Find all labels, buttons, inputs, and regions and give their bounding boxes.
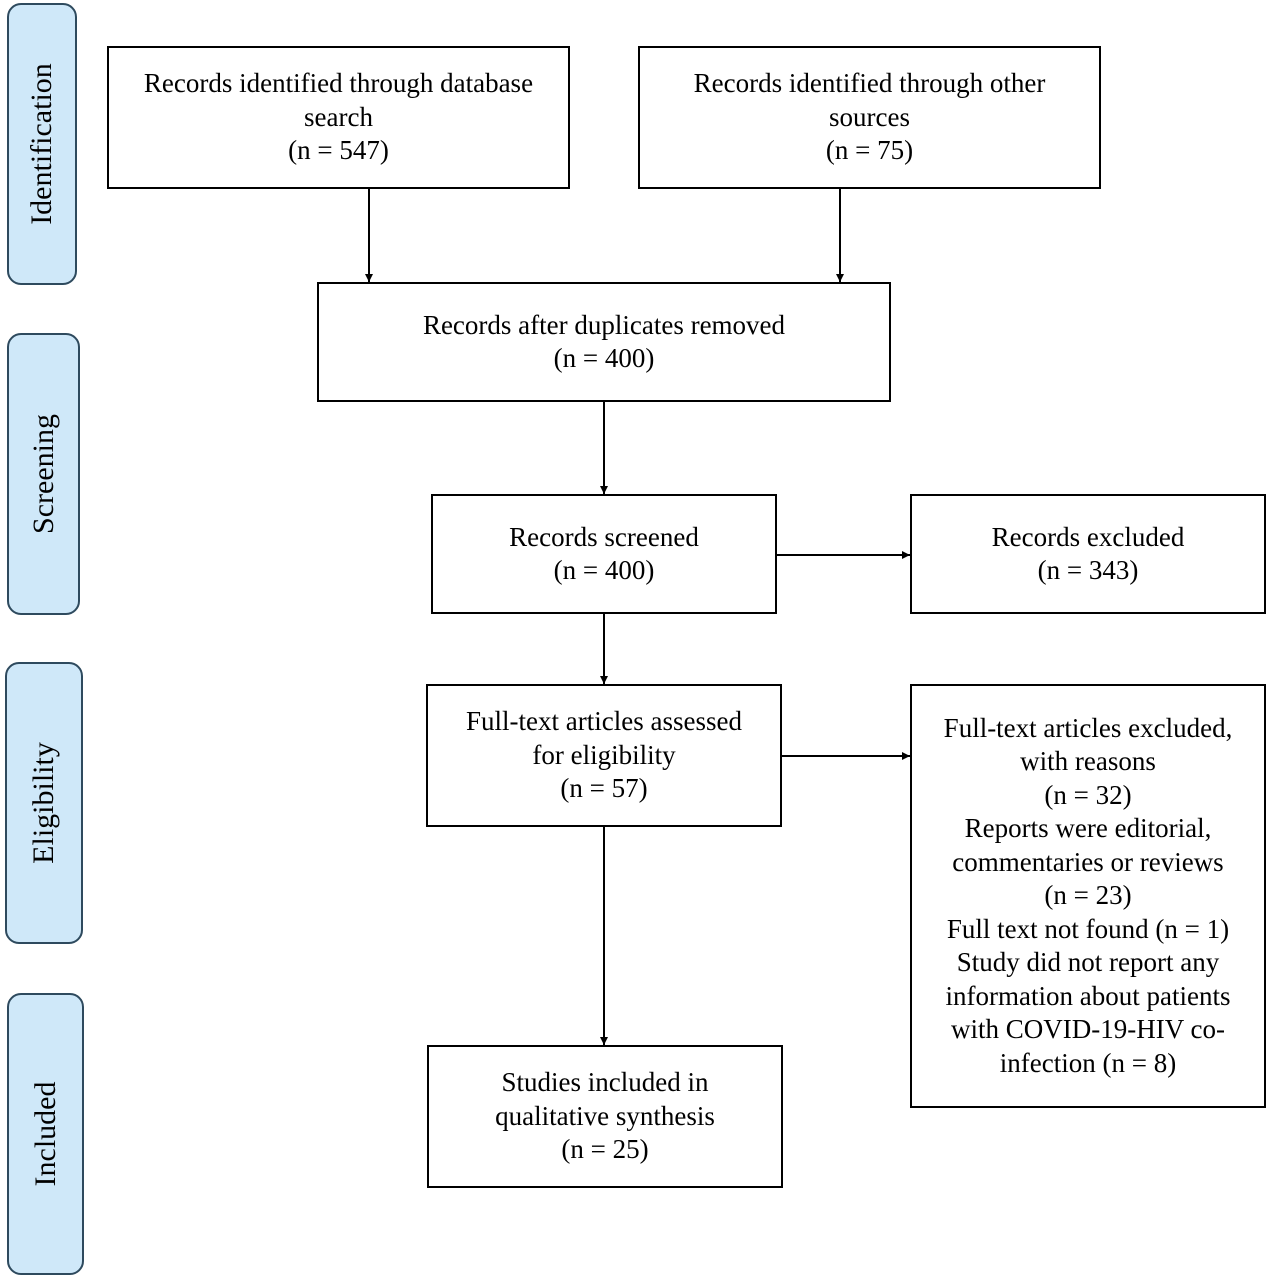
box-fulltext-excluded-line: commentaries or reviews xyxy=(952,846,1224,877)
box-fulltext-excluded-line: Full-text articles excluded, xyxy=(943,712,1233,743)
box-fulltext-excluded-line: with COVID-19-HIV co- xyxy=(951,1014,1225,1045)
box-fulltext-assessed-line: for eligibility xyxy=(532,739,676,770)
box-fulltext-excluded-line: Full text not found (n = 1) xyxy=(946,913,1230,944)
box-included-studies: Studies included in qualitative synthesi… xyxy=(427,1045,783,1188)
box-other-sources: Records identified through other sources… xyxy=(638,46,1101,189)
box-fulltext-assessed: Full-text articles assessed for eligibil… xyxy=(426,684,782,827)
stage-identification: Identification xyxy=(7,3,77,285)
stage-screening: Screening xyxy=(7,333,80,615)
box-records-screened-count: (n = 400) xyxy=(553,555,655,585)
box-after-duplicates: Records after duplicates removed (n = 40… xyxy=(317,282,891,402)
box-after-duplicates-line: Records after duplicates removed xyxy=(422,309,786,340)
box-fulltext-excluded-line: (n = 32) xyxy=(1044,779,1132,810)
box-fulltext-excluded: Full-text articles excluded, with reason… xyxy=(910,684,1266,1108)
box-fulltext-excluded-line: Study did not report any xyxy=(956,947,1220,978)
stage-eligibility: Eligibility xyxy=(5,662,83,944)
box-records-excluded-count: (n = 343) xyxy=(1037,555,1139,585)
box-fulltext-excluded-line: infection (n = 8) xyxy=(999,1047,1177,1078)
box-fulltext-excluded-line: information about patients xyxy=(945,980,1231,1011)
box-fulltext-excluded-line: (n = 23) xyxy=(1044,880,1132,911)
box-database-search-count: (n = 547) xyxy=(288,135,389,166)
box-other-sources-line: Records identified through other xyxy=(693,68,1046,99)
box-fulltext-assessed-count: (n = 57) xyxy=(560,773,648,804)
box-records-screened: Records screened (n = 400) xyxy=(431,494,777,614)
box-after-duplicates-count: (n = 400) xyxy=(553,343,655,373)
box-included-studies-count: (n = 25) xyxy=(561,1134,649,1165)
box-records-excluded-line: Records excluded xyxy=(991,521,1185,552)
box-fulltext-excluded-line: Reports were editorial, xyxy=(964,813,1212,844)
box-other-sources-line: sources xyxy=(829,101,910,132)
box-included-studies-line: Studies included in xyxy=(501,1067,709,1098)
box-database-search: Records identified through database sear… xyxy=(107,46,570,189)
stage-included: Included xyxy=(7,993,84,1275)
box-fulltext-assessed-line: Full-text articles assessed xyxy=(466,706,742,737)
box-database-search-line: Records identified through database xyxy=(143,68,534,99)
box-database-search-line: search xyxy=(304,101,373,132)
box-included-studies-line: qualitative synthesis xyxy=(495,1100,715,1131)
box-records-excluded: Records excluded (n = 343) xyxy=(910,494,1266,614)
box-other-sources-count: (n = 75) xyxy=(825,135,914,166)
box-records-screened-line: Records screened xyxy=(509,521,699,552)
box-fulltext-excluded-line: with reasons xyxy=(1020,746,1156,777)
